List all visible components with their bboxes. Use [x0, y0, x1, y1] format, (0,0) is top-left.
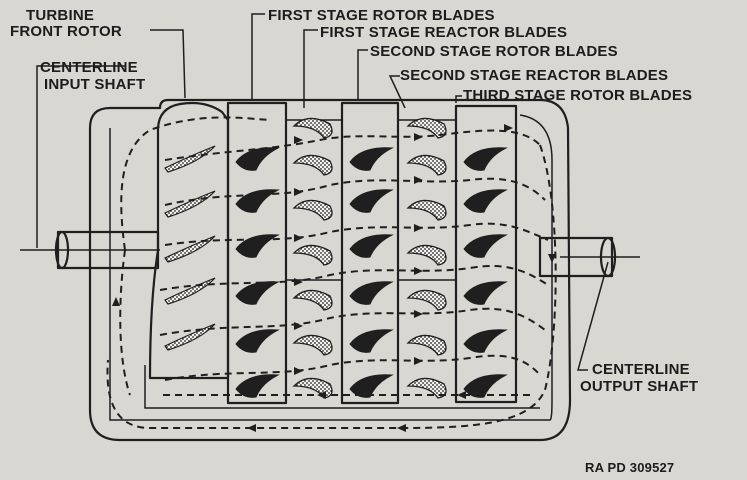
third-stage-rotor-panel: [454, 104, 518, 404]
reactor-blade: [406, 334, 447, 356]
second-stage-rotor-panel: [340, 101, 400, 405]
flow-arrowhead: [414, 133, 423, 141]
flow-arrowhead: [414, 267, 423, 275]
flow-arrows: [112, 124, 556, 432]
label-output-shaft: OUTPUT SHAFT: [580, 378, 698, 395]
flow-arrowhead: [457, 391, 466, 399]
rotor-blade: [349, 374, 394, 398]
input-shaft: [20, 230, 160, 270]
rotor-blade: [463, 281, 508, 305]
label-second-stage-reactor: SECOND STAGE REACTOR BLADES: [400, 67, 668, 84]
flow-arrowhead: [294, 136, 303, 144]
flow-arrowhead: [294, 367, 303, 375]
front-rotor-blade: [164, 190, 216, 218]
reactor-blade: [292, 199, 333, 221]
reactor-blade: [292, 117, 333, 139]
inner-housing: [109, 114, 553, 421]
reactor-blade: [292, 154, 333, 176]
reactor-blade: [292, 289, 333, 311]
flow-arrowhead: [414, 224, 423, 232]
label-third-stage-rotor: THIRD STAGE ROTOR BLADES: [463, 87, 692, 104]
front-rotor-blades: [164, 145, 216, 351]
rotor-blade: [235, 281, 280, 305]
rotor-blade: [235, 234, 280, 258]
flow-arrowhead: [504, 124, 513, 132]
rotor-blade: [463, 189, 508, 213]
output-shaft: [538, 236, 640, 278]
rotor-blade: [349, 147, 394, 171]
flow-arrowhead: [294, 188, 303, 196]
rotor-blade: [463, 234, 508, 258]
figure-reference: RA PD 309527: [585, 460, 674, 475]
outer-housing: [88, 98, 572, 442]
rotor-blade: [235, 189, 280, 213]
rotor-blade: [349, 234, 394, 258]
flow-arrowhead: [397, 424, 406, 432]
flow-arrowhead: [247, 424, 256, 432]
rotor-blade: [349, 189, 394, 213]
leader-lines: [36, 13, 609, 371]
front-rotor-blade: [164, 235, 216, 263]
bottom-channel: [144, 365, 540, 409]
reactor-blade: [292, 334, 333, 356]
rotor-blade: [349, 281, 394, 305]
reactor-blade: [406, 377, 447, 399]
reactor-blades: [292, 117, 447, 399]
flow-arrowhead: [414, 176, 423, 184]
flow-arrowhead: [414, 357, 423, 365]
flow-arrowhead: [317, 391, 326, 399]
flow-arrowhead: [414, 310, 423, 318]
label-input-shaft: INPUT SHAFT: [44, 76, 145, 93]
label-second-stage-rotor: SECOND STAGE ROTOR BLADES: [370, 43, 618, 60]
label-turbine: TURBINE: [26, 7, 94, 24]
label-centerline-input: CENTERLINE: [40, 59, 138, 76]
first-stage-rotor-panel: [226, 101, 288, 405]
front-rotor-blade: [164, 277, 216, 305]
reactor-blade: [406, 154, 447, 176]
rotor-blade: [235, 329, 280, 353]
flow-arrowhead: [548, 254, 556, 263]
reactor-blade: [406, 289, 447, 311]
label-front-rotor: FRONT ROTOR: [10, 23, 122, 40]
rotor-blade: [235, 374, 280, 398]
label-centerline-output: CENTERLINE: [592, 361, 690, 378]
front-rotor: [148, 101, 230, 380]
rotor-blade: [463, 374, 508, 398]
reactor-blade: [406, 199, 447, 221]
reactor-blade: [406, 244, 447, 266]
label-first-stage-rotor: FIRST STAGE ROTOR BLADES: [268, 7, 495, 24]
flow-arrowhead: [294, 234, 303, 242]
oil-flow-lines: [106, 116, 557, 429]
reactor-blade: [292, 244, 333, 266]
flow-arrowhead: [294, 322, 303, 330]
rotor-blade: [463, 329, 508, 353]
rotor-blade: [349, 329, 394, 353]
flow-arrowhead: [294, 278, 303, 286]
rotor-blade: [463, 147, 508, 171]
label-first-stage-reactor: FIRST STAGE REACTOR BLADES: [320, 24, 567, 41]
front-rotor-blade: [164, 145, 216, 173]
front-rotor-blade: [164, 323, 216, 351]
flow-arrowhead: [112, 297, 120, 306]
